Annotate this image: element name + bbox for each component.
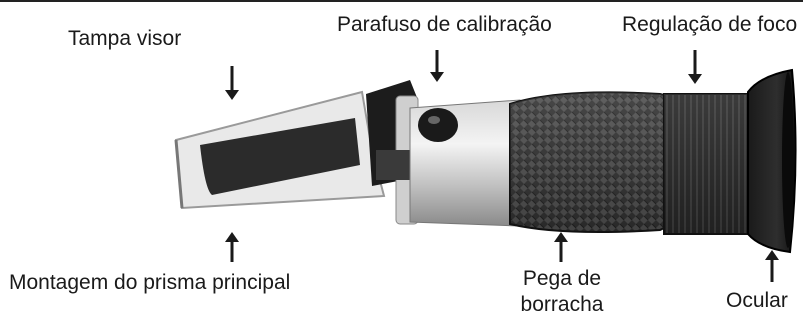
prism-cover bbox=[174, 90, 386, 210]
label-pega-borracha-line2: borracha bbox=[520, 293, 604, 316]
main-body bbox=[409, 99, 521, 227]
arrow-parafuso-calibracao bbox=[430, 50, 444, 82]
arrow-montagem-prisma bbox=[225, 232, 239, 262]
focus-ring bbox=[663, 93, 753, 235]
label-ocular: Ocular bbox=[726, 289, 788, 312]
arrow-tampa-visor bbox=[225, 66, 239, 100]
hinge-block bbox=[366, 80, 420, 225]
label-pega-borracha-line1: Pega de bbox=[522, 267, 602, 290]
label-parafuso-calibracao: Parafuso de calibração bbox=[337, 13, 552, 36]
label-tampa-visor: Tampa visor bbox=[68, 27, 182, 50]
arrow-ocular bbox=[765, 250, 779, 282]
top-border bbox=[0, 0, 803, 2]
arrow-pega-borracha bbox=[554, 232, 568, 262]
rubber-grip bbox=[509, 91, 669, 233]
arrow-regulacao-foco bbox=[688, 50, 702, 84]
label-regulacao-foco: Regulação de foco bbox=[622, 13, 798, 36]
label-montagem-prisma: Montagem do prisma principal bbox=[9, 271, 291, 294]
eyepiece-cup bbox=[747, 68, 797, 254]
